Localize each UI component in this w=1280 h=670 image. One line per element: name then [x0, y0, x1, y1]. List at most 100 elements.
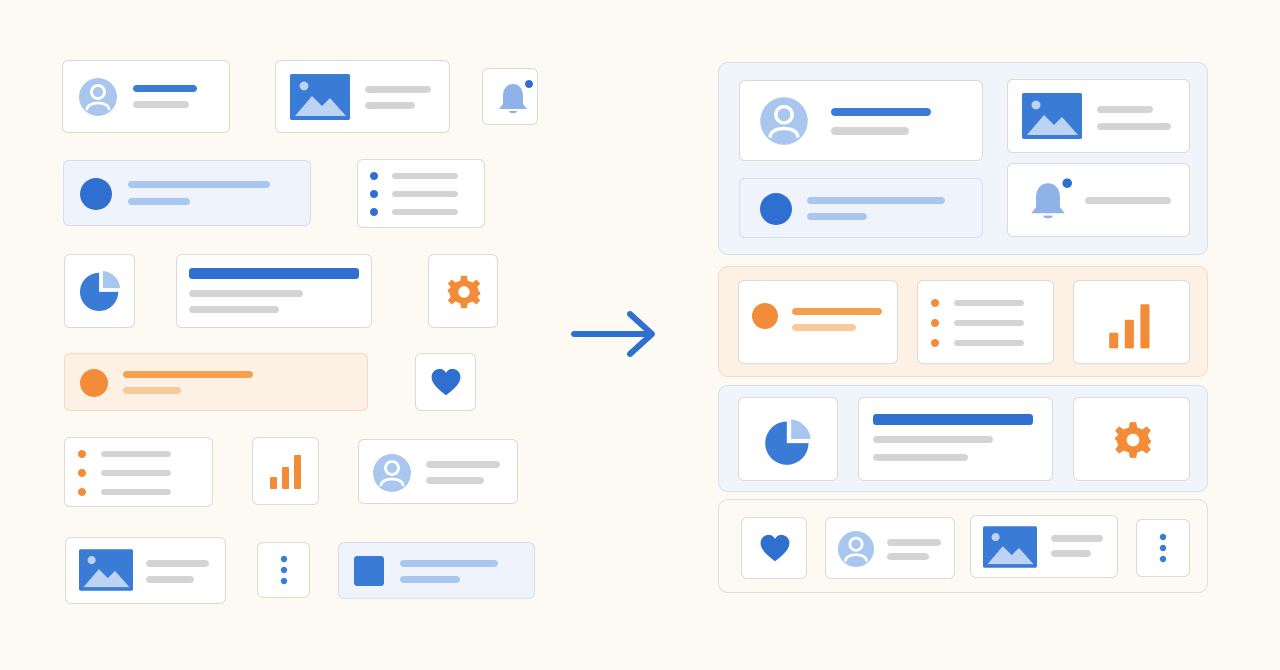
subtitle-line [365, 102, 415, 109]
list-line [392, 209, 458, 215]
bullet-dot [78, 450, 86, 458]
profile-card [62, 60, 230, 133]
list-line [101, 470, 171, 476]
bullet-dot [78, 488, 86, 496]
title-line [792, 308, 882, 315]
profile-card [358, 439, 518, 504]
subtitle-line [123, 387, 181, 394]
avatar-icon [372, 453, 412, 493]
text-card [858, 397, 1053, 481]
subtitle-line [128, 198, 190, 205]
subtitle-line [146, 576, 194, 583]
title-line [133, 85, 197, 92]
notification-card [1007, 163, 1190, 237]
title-line [400, 560, 498, 567]
heading-line [189, 268, 359, 279]
pie-chart-icon [763, 415, 815, 467]
circle-icon [80, 178, 112, 210]
list-line [101, 489, 171, 495]
list-line [954, 300, 1024, 306]
vertical-dots-icon [1158, 533, 1168, 563]
profile-group [718, 62, 1208, 255]
bullet-dot [370, 190, 378, 198]
subtitle-line [1051, 550, 1091, 557]
pie-chart-icon [78, 267, 124, 313]
list-line [392, 191, 458, 197]
bell-icon [493, 78, 533, 118]
subtitle-line [133, 101, 189, 108]
avatar-icon [78, 77, 118, 117]
heart-icon [759, 534, 791, 563]
highlight-card-orange [64, 353, 368, 411]
bullet-dot [370, 172, 378, 180]
title-line [887, 539, 941, 546]
profile-card [825, 517, 955, 579]
activity-group [718, 266, 1208, 377]
circle-icon [760, 193, 792, 225]
title-line [1051, 535, 1103, 542]
bullet-dot [931, 299, 939, 307]
vertical-dots-icon [279, 555, 289, 585]
settings-card [1073, 397, 1190, 481]
title-line [123, 371, 253, 378]
settings-card [428, 254, 498, 328]
favorite-card [415, 353, 476, 411]
text-line [189, 290, 303, 297]
title-line [128, 181, 270, 188]
gear-icon [445, 273, 483, 311]
menu-card [1136, 519, 1190, 577]
image-icon [1022, 93, 1082, 139]
square-icon [354, 556, 384, 586]
title-line [146, 560, 209, 567]
profile-card [739, 80, 983, 161]
favorite-card [741, 517, 807, 579]
subtitle-line [887, 553, 929, 560]
arrow-right-icon [570, 308, 660, 365]
bullet-dot [931, 339, 939, 347]
text-line [189, 306, 279, 313]
bullet-dot [931, 319, 939, 327]
chart-card [738, 397, 838, 481]
bar-chart-icon [266, 451, 306, 491]
list-line [954, 340, 1024, 346]
subtitle-line [831, 127, 909, 135]
list-card [357, 159, 485, 228]
highlight-card-orange [738, 280, 898, 364]
gear-icon [1112, 419, 1154, 461]
subtitle-line [807, 213, 867, 220]
list-line [392, 173, 458, 179]
stats-card [252, 437, 319, 505]
subtitle-line [792, 324, 856, 331]
text-card [176, 254, 372, 328]
heading-line [873, 414, 1033, 425]
title-line [1085, 197, 1171, 204]
list-card-orange [64, 437, 213, 507]
bar-chart-icon [1104, 299, 1156, 351]
orange-circle-icon [80, 369, 108, 397]
list-line [101, 451, 171, 457]
highlight-card [739, 178, 983, 238]
image-card [65, 537, 226, 604]
menu-card [257, 542, 310, 598]
image-card [275, 60, 450, 133]
stats-card [1073, 280, 1190, 364]
image-icon [79, 549, 133, 591]
text-line [873, 436, 993, 443]
image-icon [290, 74, 350, 120]
subtitle-line [426, 477, 484, 484]
analytics-group [718, 385, 1208, 492]
bullet-dot [370, 208, 378, 216]
image-icon [983, 526, 1037, 568]
tile-card [338, 542, 535, 599]
list-line [954, 320, 1024, 326]
notification-card [482, 68, 538, 125]
quick-access-group [718, 499, 1208, 593]
avatar-icon [759, 96, 809, 146]
image-card [1007, 79, 1190, 153]
bullet-dot [78, 469, 86, 477]
bell-icon [1024, 176, 1072, 224]
title-line [426, 461, 500, 468]
image-card [970, 515, 1118, 578]
orange-circle-icon [752, 303, 778, 329]
highlight-card [63, 160, 311, 226]
